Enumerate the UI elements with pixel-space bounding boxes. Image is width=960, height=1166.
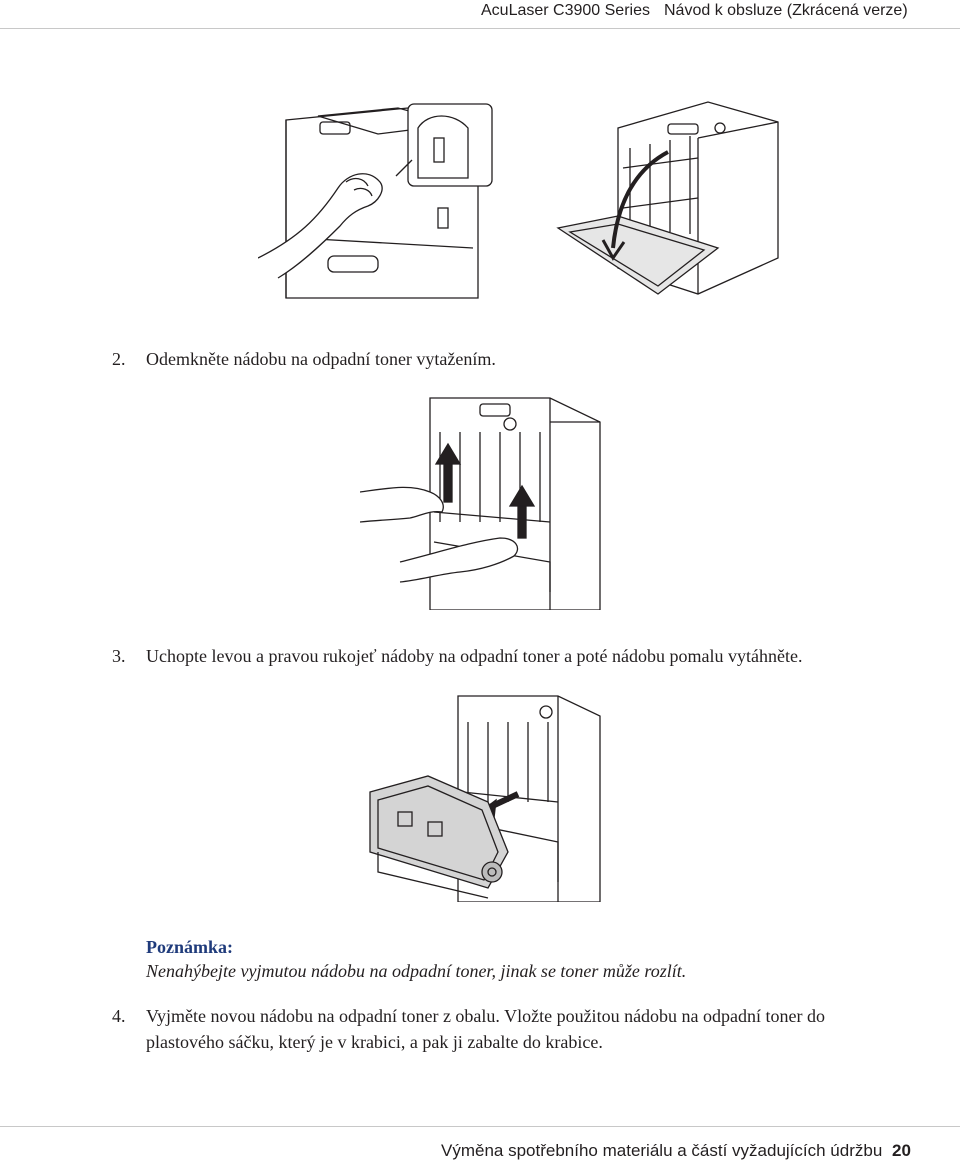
note-title: Poznámka: [146,937,233,957]
step-number: 3. [112,646,126,666]
step-text: Uchopte levou a pravou rukojeť nádoby na… [146,646,803,666]
step-text: Odemkněte nádobu na odpadní toner vytaže… [146,349,496,369]
note: Poznámka: Nenahýbejte vyjmutou nádobu na… [146,935,686,983]
illustration-open-front-door [258,101,779,299]
step-text-line-1: Vyjměte novou nádobu na odpadní toner z … [146,1006,826,1026]
step-number: 4. [112,1006,126,1026]
step-text-line-2: plastového sáčku, který je v krabici, a … [146,1032,603,1052]
header-series: AcuLaser C3900 Series [481,2,650,19]
illustration-remove-waste-container [369,695,601,902]
illustration-unlock-waste-container [360,397,601,610]
page-header: AcuLaser C3900 Series Návod k obsluze (Z… [0,0,960,29]
header-guide-title: Návod k obsluze (Zkrácená verze) [664,2,908,19]
footer-section-title: Výměna spotřebního materiálu a částí vyž… [441,1141,883,1160]
step-number: 2. [112,349,126,369]
page-footer: Výměna spotřebního materiálu a částí vyž… [0,1126,960,1166]
note-body: Nenahýbejte vyjmutou nádobu na odpadní t… [146,961,687,981]
page-number: 20 [892,1141,911,1160]
